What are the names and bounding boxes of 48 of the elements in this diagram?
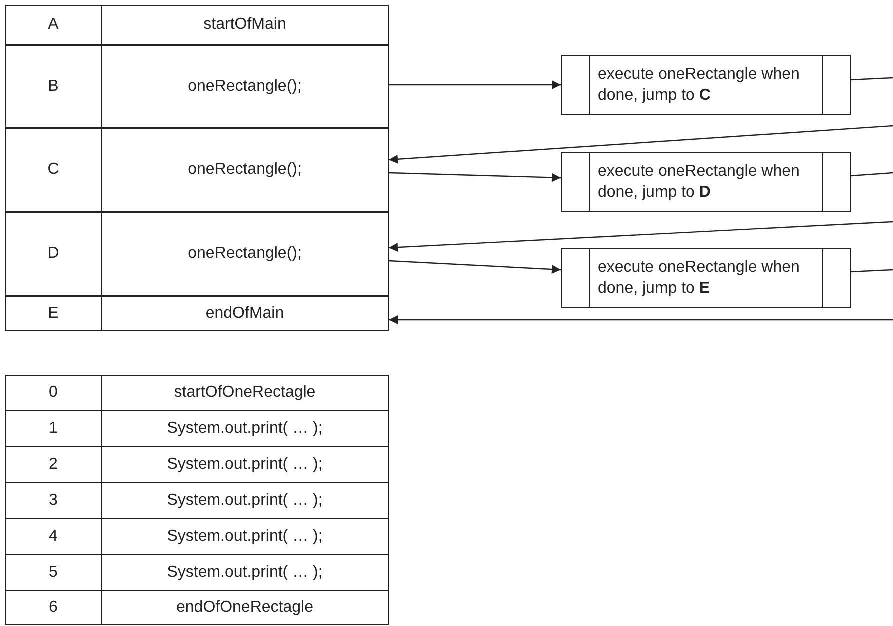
table-row bbox=[5, 296, 389, 331]
table-row bbox=[5, 375, 389, 411]
code-text: System.out.print( … ); bbox=[167, 456, 323, 474]
table-row bbox=[5, 590, 389, 625]
code-text: oneRectangle(); bbox=[188, 78, 302, 96]
row-label: A bbox=[48, 16, 59, 34]
table-row bbox=[5, 212, 389, 296]
row-label: D bbox=[48, 245, 60, 263]
arrow bbox=[389, 80, 561, 90]
row-label: 5 bbox=[49, 564, 58, 582]
row-label: 4 bbox=[49, 528, 58, 546]
process-box bbox=[561, 152, 851, 212]
code-text: System.out.print( … ); bbox=[167, 564, 323, 582]
code-text: System.out.print( … ); bbox=[167, 420, 323, 438]
row-label: 0 bbox=[49, 384, 58, 402]
code-text: oneRectangle(); bbox=[188, 161, 302, 179]
process-box bbox=[561, 248, 851, 308]
table-row bbox=[5, 410, 389, 447]
table-row bbox=[5, 446, 389, 483]
process-text: execute oneRectangle when done, jump to C bbox=[598, 65, 801, 106]
code-text: endOfOneRectagle bbox=[176, 598, 314, 616]
row-label: 1 bbox=[49, 420, 58, 438]
row-label: 2 bbox=[49, 456, 58, 474]
process-text: execute oneRectangle when done, jump to E bbox=[598, 258, 801, 299]
table-row bbox=[5, 518, 389, 555]
code-text: startOfOneRectagle bbox=[174, 384, 316, 402]
table-row bbox=[5, 128, 389, 212]
row-label: 6 bbox=[49, 598, 58, 616]
arrow bbox=[389, 316, 893, 324]
code-text: endOfMain bbox=[206, 304, 284, 322]
row-label: C bbox=[48, 161, 60, 179]
row-label: B bbox=[48, 78, 59, 96]
process-box bbox=[561, 55, 851, 115]
arrow bbox=[388, 221, 893, 252]
row-label: 3 bbox=[49, 492, 58, 510]
table-row bbox=[5, 554, 389, 591]
arrow bbox=[388, 260, 562, 274]
code-text: System.out.print( … ); bbox=[167, 528, 323, 546]
code-text: startOfMain bbox=[204, 16, 286, 34]
row-label: E bbox=[48, 304, 59, 322]
table-row bbox=[5, 482, 389, 519]
table-row bbox=[5, 45, 389, 128]
arrow bbox=[388, 125, 893, 164]
code-text: oneRectangle(); bbox=[188, 245, 302, 263]
code-text: System.out.print( … ); bbox=[167, 492, 323, 510]
arrow bbox=[388, 172, 562, 182]
table-row bbox=[5, 5, 389, 45]
process-text: execute oneRectangle when done, jump to D bbox=[598, 162, 801, 203]
